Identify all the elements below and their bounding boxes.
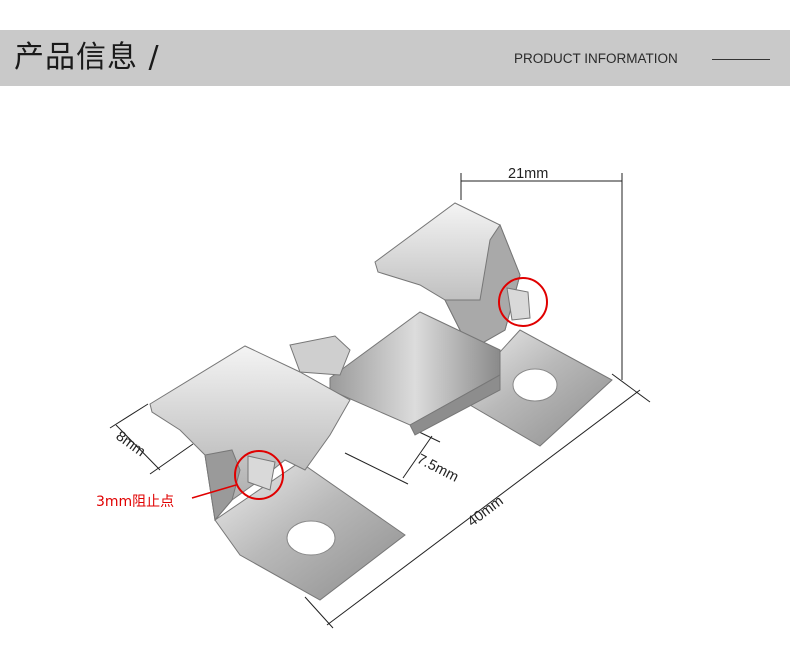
- dimension-label-21mm: 21mm: [508, 166, 548, 182]
- stop-point-circle-right: [498, 277, 548, 327]
- header-bar: 产品信息 / PRODUCT INFORMATION: [0, 30, 790, 86]
- stop-point-label: 3mm阻止点: [96, 494, 174, 510]
- stop-point-markers: [234, 277, 548, 500]
- dimension-label-7-5mm: 7.5mm: [414, 451, 461, 485]
- stop-point-circle-left: [234, 450, 284, 500]
- page-title: 产品信息 /: [14, 40, 160, 75]
- dimension-label-40mm: 40mm: [465, 493, 507, 530]
- annotation-leader: [191, 484, 237, 499]
- page-subtitle: PRODUCT INFORMATION: [514, 51, 678, 66]
- clip-body: [149, 202, 613, 601]
- dimension-lines: [109, 173, 651, 629]
- subtitle-rule: [712, 59, 770, 60]
- dimension-label-8mm: 8mm: [113, 428, 148, 460]
